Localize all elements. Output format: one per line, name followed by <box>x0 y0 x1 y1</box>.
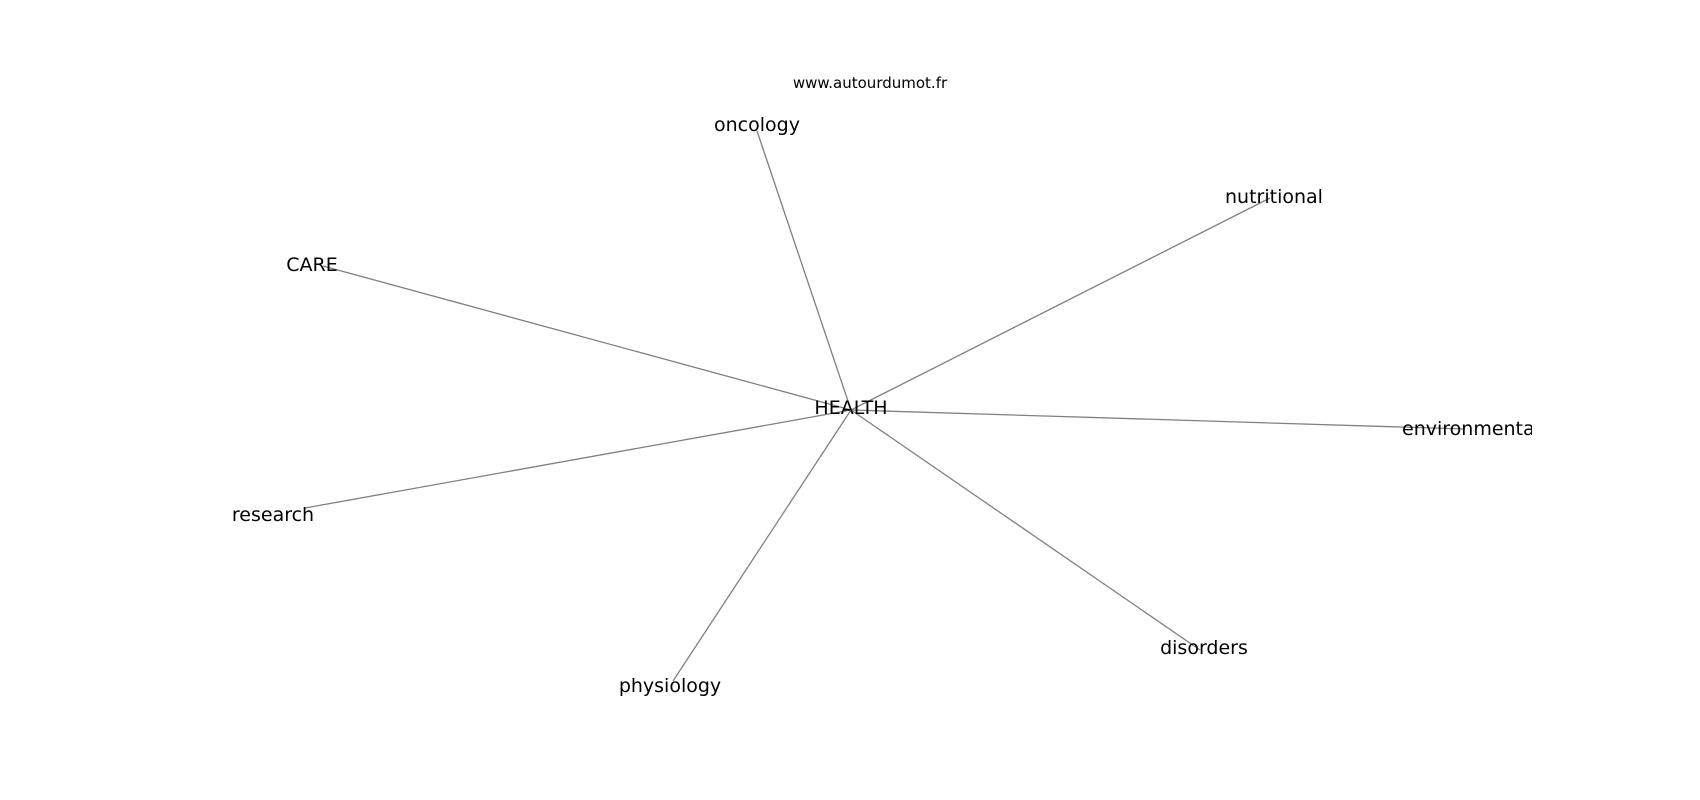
edge-health-oncology <box>756 130 852 411</box>
node-environmental[interactable]: environmenta <box>1402 418 1535 440</box>
node-disorders[interactable]: disorders <box>1160 637 1248 659</box>
edge-health-care <box>322 265 852 411</box>
edge-health-research <box>304 409 852 509</box>
edge-health-environmental <box>850 409 1466 430</box>
node-care[interactable]: CARE <box>286 254 337 276</box>
node-research[interactable]: research <box>232 504 314 526</box>
watermark: www.autourdumot.fr <box>793 74 948 92</box>
edge-health-nutritional <box>850 197 1271 411</box>
center-node-health[interactable]: HEALTH <box>814 397 887 419</box>
edges <box>304 130 1466 682</box>
node-nutritional[interactable]: nutritional <box>1225 186 1323 208</box>
node-physiology[interactable]: physiology <box>619 675 721 697</box>
node-oncology[interactable]: oncology <box>714 114 800 136</box>
edge-health-disorders <box>850 409 1201 651</box>
edge-health-physiology <box>672 409 852 682</box>
